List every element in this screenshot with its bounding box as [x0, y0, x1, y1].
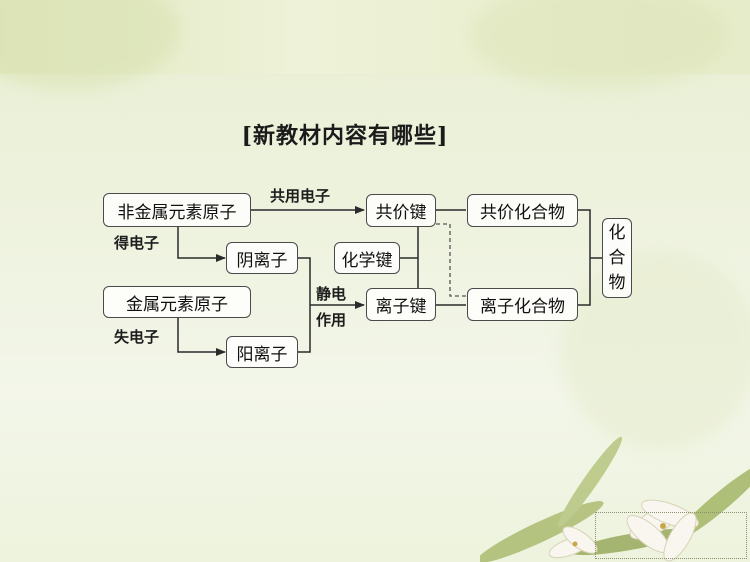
node-label: 阴离子: [237, 246, 288, 271]
edge-label-electrostatic-1: 静电: [316, 285, 346, 303]
node-label-char: 合: [609, 246, 626, 271]
node-ionic-bond: 离子键: [366, 288, 436, 321]
node-label: 化学键: [342, 246, 393, 271]
node-nonmetal-atom: 非金属元素原子: [103, 193, 251, 227]
node-chemical-bond: 化学键: [334, 242, 400, 274]
arrow-lose-electrons: [178, 318, 225, 352]
bracket-compounds: [578, 210, 590, 305]
node-label-char: 物: [609, 271, 626, 296]
node-label: 共价键: [376, 198, 427, 223]
node-covalent-compound: 共价化合物: [467, 194, 578, 227]
node-label: 离子化合物: [480, 292, 565, 317]
edge-label-gain-electrons: 得电子: [114, 234, 159, 252]
decorative-dotted-frame: [595, 512, 747, 559]
node-metal-atom: 金属元素原子: [103, 286, 251, 318]
node-cation: 阳离子: [226, 336, 298, 368]
node-covalent-bond: 共价键: [366, 194, 436, 227]
node-label: 阳离子: [237, 340, 288, 365]
node-label: 共价化合物: [480, 198, 565, 223]
node-label: 金属元素原子: [126, 290, 228, 315]
arrow-gain-electrons: [178, 227, 225, 258]
node-label-char: 化: [609, 221, 626, 246]
node-label: 离子键: [376, 292, 427, 317]
node-compound: 化 合 物: [602, 218, 632, 298]
node-label: 非金属元素原子: [118, 198, 237, 223]
edge-label-lose-electrons: 失电子: [114, 328, 159, 346]
dashed-link: [436, 224, 466, 296]
node-anion: 阴离子: [226, 242, 298, 274]
bracket-ions: [298, 258, 310, 352]
edge-label-electrostatic-2: 作用: [316, 311, 346, 329]
edge-label-shared-electrons: 共用电子: [270, 187, 330, 205]
node-ionic-compound: 离子化合物: [467, 288, 578, 321]
